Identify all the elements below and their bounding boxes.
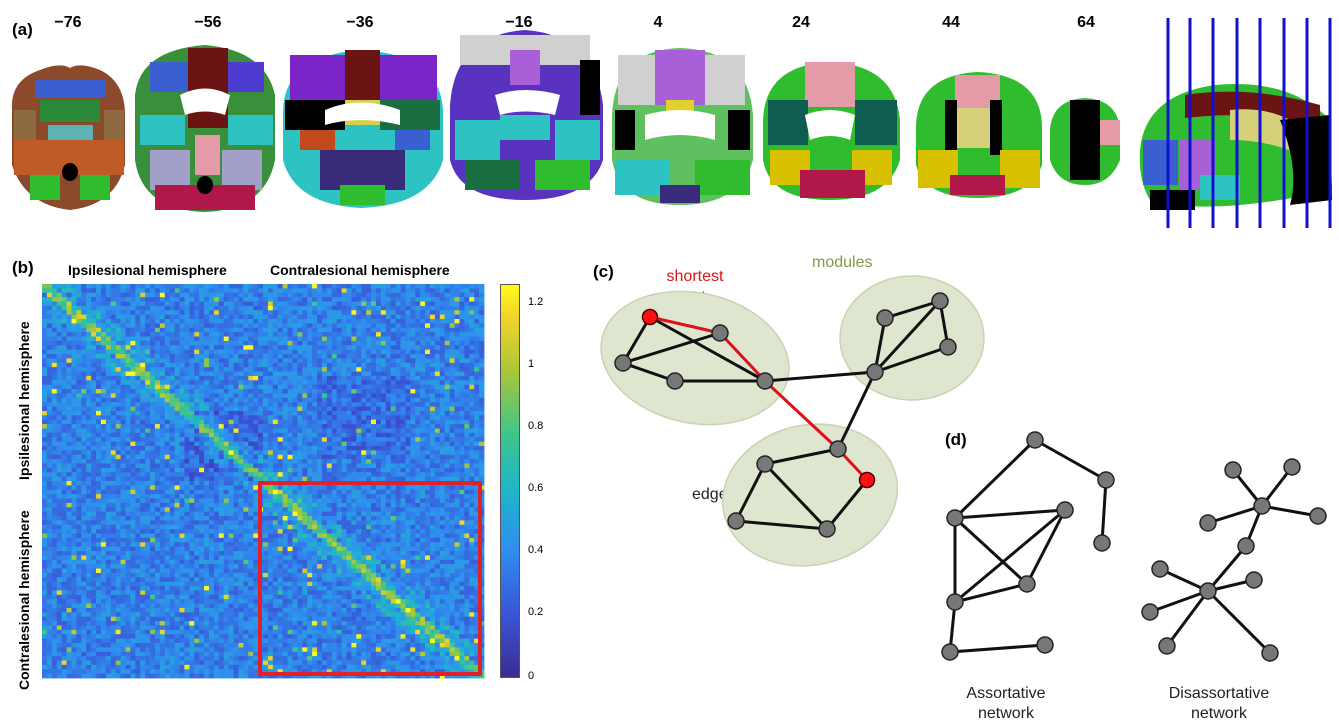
highlight-box: [258, 481, 482, 676]
colorbar-tick-7: 0: [528, 670, 535, 682]
colorbar-tick-6: 0.2: [528, 606, 544, 618]
brain-slice-3: [283, 50, 443, 208]
modules-label: modules: [812, 254, 873, 271]
slice-label-8: 64: [1077, 14, 1095, 31]
panel-c-label: (c): [593, 262, 614, 281]
brain-slice-2: [135, 45, 275, 212]
colorbar-tick-3: 0.8: [528, 420, 544, 432]
slice-label-6: 24: [792, 14, 810, 31]
assortative-caption-line1: Assortative: [966, 685, 1046, 702]
brain-slice-8: [1050, 98, 1120, 185]
disassortative-caption-line2: network: [1190, 705, 1248, 722]
panel-d-label: (d): [945, 430, 967, 449]
panel-b-label: (b): [12, 258, 34, 277]
colorbar-tick-2: 1: [528, 358, 535, 370]
assortative-caption-line2: network: [977, 705, 1035, 722]
matrix-top-right-label: Contralesional hemisphere: [270, 262, 450, 278]
matrix-top-left-label: Ipsilesional hemisphere: [68, 262, 227, 278]
slice-label-4: −16: [505, 14, 533, 31]
colorbar: [500, 284, 520, 678]
disassortative-caption: Disassortative network: [1149, 684, 1289, 724]
connectivity-matrix: [42, 284, 485, 679]
colorbar-tick-4: 0.6: [528, 482, 544, 494]
brain-slices-graphic: [11, 18, 1332, 228]
brain-slice-5: [612, 48, 753, 205]
brain-slice-7: [916, 72, 1042, 198]
brain-slice-4: [450, 30, 603, 200]
colorbar-tick-1: 1.2: [528, 296, 544, 308]
slice-label-1: −76: [54, 14, 82, 31]
slice-label-5: 4: [653, 14, 663, 31]
slice-label-2: −56: [194, 14, 222, 31]
brain-slice-1: [11, 65, 125, 210]
colorbar-tick-5: 0.4: [528, 544, 544, 556]
shortest-path-line1: shortest: [666, 268, 724, 285]
brain-slice-6: [763, 62, 900, 200]
edge-label: edge: [692, 486, 728, 503]
slice-label-3: −36: [346, 14, 374, 31]
disassortative-caption-line1: Disassortative: [1168, 685, 1270, 702]
sagittal-brain: [1139, 18, 1332, 228]
slice-label-7: 44: [942, 14, 960, 31]
assortative-caption: Assortative network: [936, 684, 1076, 724]
panel-a-label: (a): [12, 20, 33, 39]
